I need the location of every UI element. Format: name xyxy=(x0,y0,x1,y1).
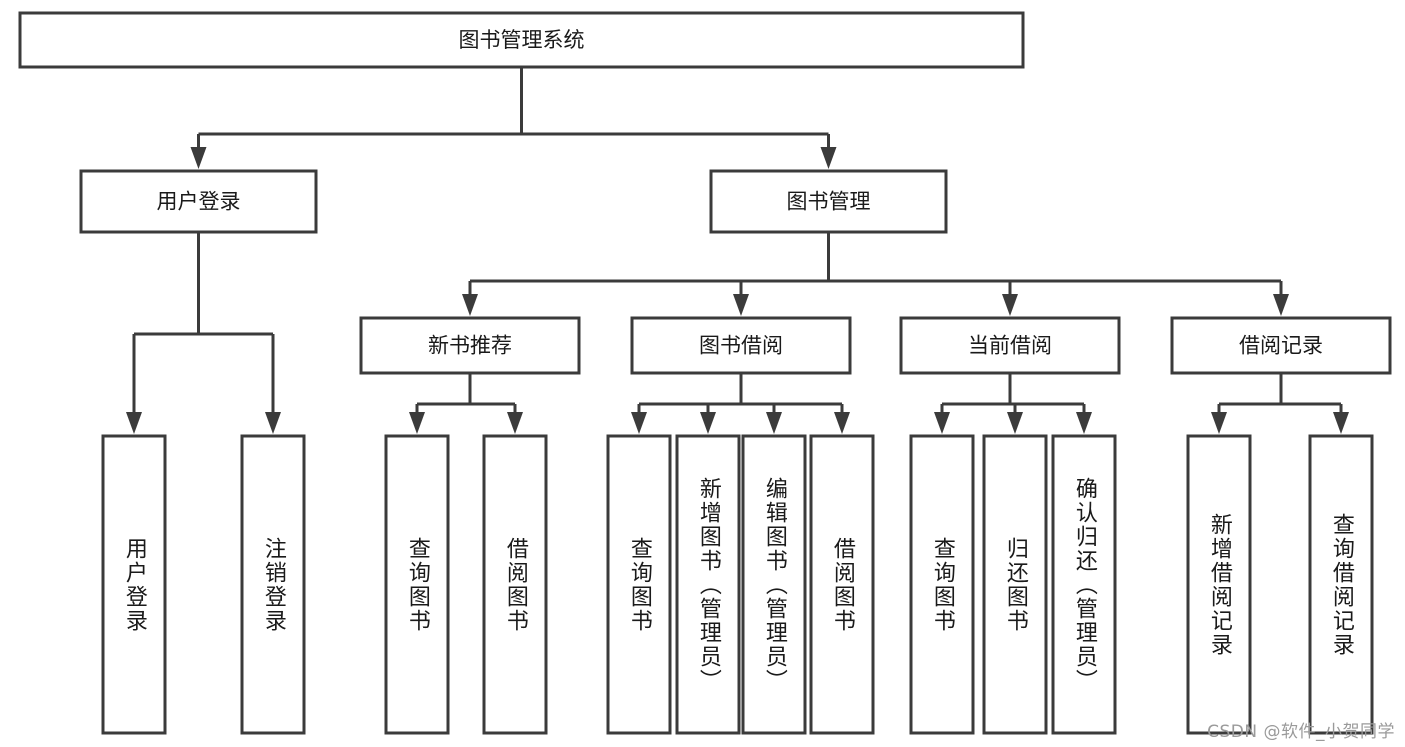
connector-arrow xyxy=(462,281,478,316)
connector-userlogin-to-leaves xyxy=(126,232,281,434)
connector-arrow xyxy=(190,134,207,169)
connector-arrow xyxy=(1333,404,1349,434)
connector-arrow xyxy=(733,281,749,316)
connector-root-to-level2 xyxy=(190,67,837,169)
connector-arrow xyxy=(1002,281,1018,316)
connector-arrow xyxy=(631,404,647,434)
connector-arrow xyxy=(820,134,837,169)
connector-current-to-leaves xyxy=(934,373,1092,434)
node-user-login[interactable]: 用户登录 xyxy=(79,169,318,234)
node-leaf-edit-book[interactable] xyxy=(741,434,807,735)
node-book-manage[interactable]: 图书管理 xyxy=(709,169,948,234)
node-borrow-record[interactable]: 借阅记录 xyxy=(1170,316,1392,375)
node-label: 图书借阅 xyxy=(699,334,783,358)
connector-arrow xyxy=(1007,404,1023,434)
connector-arrow xyxy=(934,404,950,434)
node-leaf-return-book[interactable] xyxy=(982,434,1048,735)
node-leaf-query-book-2[interactable] xyxy=(606,434,672,735)
connector-arrow xyxy=(507,404,523,434)
connector-arrow xyxy=(766,404,782,434)
node-label: 借阅记录 xyxy=(1239,334,1323,358)
connector-arrow xyxy=(409,404,425,434)
node-label: 新书推荐 xyxy=(428,334,512,358)
node-current-borrow[interactable]: 当前借阅 xyxy=(899,316,1121,375)
connector-borrow-to-leaves xyxy=(631,373,850,434)
connector-layer xyxy=(126,67,1349,434)
connector-arrow xyxy=(265,334,281,434)
node-label: 图书管理系统 xyxy=(459,28,585,52)
node-leaf-query-book-1[interactable] xyxy=(384,434,450,735)
connector-arrow xyxy=(1076,404,1092,434)
node-label: 用户登录 xyxy=(157,190,241,214)
node-leaf-user-login[interactable] xyxy=(101,434,167,735)
node-leaf-add-book[interactable] xyxy=(675,434,741,735)
watermark: CSDN @软件_小贺同学 xyxy=(1207,722,1395,742)
node-leaf-add-record[interactable] xyxy=(1186,434,1252,735)
connector-arrow xyxy=(126,334,142,434)
connector-bookmanage-to-level3 xyxy=(462,232,1289,316)
connector-arrow xyxy=(834,404,850,434)
node-leaf-user-logout[interactable] xyxy=(240,434,306,735)
connector-arrow xyxy=(700,404,716,434)
node-label: 图书管理 xyxy=(787,190,871,214)
connector-record-to-leaves xyxy=(1211,373,1349,434)
connector-arrow xyxy=(1273,281,1289,316)
node-leaf-query-record[interactable] xyxy=(1308,434,1374,735)
node-label: 当前借阅 xyxy=(968,334,1052,358)
node-leaf-borrow-book-2[interactable] xyxy=(809,434,875,735)
node-new-book-recommend[interactable]: 新书推荐 xyxy=(359,316,581,375)
connector-arrow xyxy=(1211,404,1227,434)
node-book-borrow[interactable]: 图书借阅 xyxy=(630,316,852,375)
connector-recommend-to-leaves xyxy=(409,373,523,434)
node-leaf-borrow-book-1[interactable] xyxy=(482,434,548,735)
node-leaf-confirm-return[interactable] xyxy=(1051,434,1117,735)
node-leaf-query-book-3[interactable] xyxy=(909,434,975,735)
node-root[interactable]: 图书管理系统 xyxy=(18,11,1025,69)
